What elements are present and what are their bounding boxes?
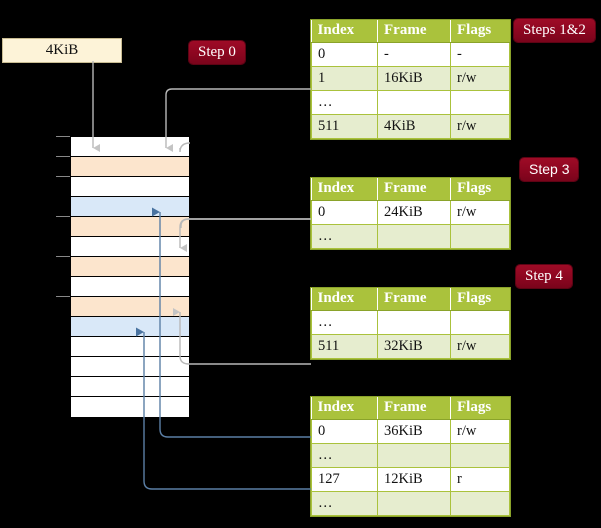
cell-frame: 24KiB bbox=[377, 200, 451, 225]
memory-row-tick bbox=[56, 256, 70, 257]
memory-frame-row bbox=[71, 197, 189, 217]
step-badge-steps-1-2: Steps 1&2 bbox=[514, 19, 595, 42]
cell-flags bbox=[450, 491, 510, 516]
column-header-flags: Flags bbox=[450, 288, 510, 311]
memory-frame-row bbox=[71, 397, 189, 417]
cell-frame bbox=[377, 224, 451, 249]
cell-frame bbox=[377, 310, 451, 335]
cell-frame bbox=[377, 491, 451, 516]
memory-row-tick bbox=[56, 296, 70, 297]
column-header-index: Index bbox=[311, 20, 378, 43]
cell-index: … bbox=[311, 224, 378, 249]
column-header-index: Index bbox=[311, 288, 378, 311]
memory-row-tick bbox=[56, 216, 70, 217]
cell-flags bbox=[450, 224, 510, 249]
table-row: … bbox=[311, 443, 510, 468]
table-row: … bbox=[311, 491, 510, 516]
cell-index: … bbox=[311, 443, 378, 468]
column-header-flags: Flags bbox=[450, 397, 510, 420]
page-size-box: 4KiB bbox=[2, 38, 122, 63]
memory-frame-row bbox=[71, 137, 189, 157]
memory-row-tick bbox=[56, 176, 70, 177]
wire-level3-32kib-to-memory bbox=[173, 308, 311, 365]
column-header-frame: Frame bbox=[377, 20, 451, 43]
wire-level2-24kib-lead bbox=[180, 218, 311, 228]
column-header-flags: Flags bbox=[450, 178, 510, 201]
cell-index: 1 bbox=[311, 66, 378, 91]
memory-frame-row bbox=[71, 277, 189, 297]
column-header-frame: Frame bbox=[377, 397, 451, 420]
memory-frame-row bbox=[71, 357, 189, 377]
cell-flags: r/w bbox=[450, 419, 510, 444]
cell-index: … bbox=[311, 310, 378, 335]
cell-frame: 4KiB bbox=[377, 114, 451, 139]
memory-frame-row bbox=[71, 297, 189, 317]
memory-frame-row bbox=[71, 157, 189, 177]
memory-row-tick bbox=[56, 136, 70, 137]
memory-frame-row bbox=[71, 257, 189, 277]
column-header-frame: Frame bbox=[377, 178, 451, 201]
cell-index: 127 bbox=[311, 467, 378, 492]
cell-frame: 16KiB bbox=[377, 66, 451, 91]
cell-index: 511 bbox=[311, 114, 378, 139]
table-row: … bbox=[311, 90, 510, 115]
memory-frame-row bbox=[71, 217, 189, 237]
table-row: 0-- bbox=[311, 42, 510, 67]
step-badge-step-4: Step 4 bbox=[516, 265, 572, 288]
memory-row-tick bbox=[56, 156, 70, 157]
cell-frame bbox=[377, 443, 451, 468]
cell-flags bbox=[450, 443, 510, 468]
memory-frame-row bbox=[71, 237, 189, 257]
cell-flags: r bbox=[450, 467, 510, 492]
cell-frame: 12KiB bbox=[377, 467, 451, 492]
cell-flags bbox=[450, 310, 510, 335]
cell-flags: r/w bbox=[450, 66, 510, 91]
cell-frame bbox=[377, 90, 451, 115]
cell-index: 0 bbox=[311, 42, 378, 67]
memory-frame-row bbox=[71, 377, 189, 397]
cell-index: 511 bbox=[311, 334, 378, 359]
cell-flags: - bbox=[450, 42, 510, 67]
memory-frame-row bbox=[71, 177, 189, 197]
step-badge-step-0: Step 0 bbox=[189, 41, 245, 64]
cell-frame: - bbox=[377, 42, 451, 67]
cell-flags: r/w bbox=[450, 200, 510, 225]
physical-memory-column bbox=[70, 136, 190, 417]
column-header-frame: Frame bbox=[377, 288, 451, 311]
column-header-index: Index bbox=[311, 178, 378, 201]
cell-flags bbox=[450, 90, 510, 115]
column-header-index: Index bbox=[311, 397, 378, 420]
memory-frame-row bbox=[71, 317, 189, 337]
page-size-label: 4KiB bbox=[45, 42, 79, 58]
cell-index: 0 bbox=[311, 419, 378, 444]
wire-level2-24kib-to-memory bbox=[179, 218, 311, 252]
cell-flags: r/w bbox=[450, 114, 510, 139]
cell-index: 0 bbox=[311, 200, 378, 225]
cell-index: … bbox=[311, 90, 378, 115]
table-row: … bbox=[311, 310, 510, 335]
cell-frame: 36KiB bbox=[377, 419, 451, 444]
step-badge-step-3: Step 3 bbox=[520, 158, 579, 181]
cell-frame: 32KiB bbox=[377, 334, 451, 359]
cell-flags: r/w bbox=[450, 334, 510, 359]
memory-frame-row bbox=[71, 337, 189, 357]
table-row: … bbox=[311, 224, 510, 249]
cell-index: … bbox=[311, 491, 378, 516]
column-header-flags: Flags bbox=[450, 20, 510, 43]
